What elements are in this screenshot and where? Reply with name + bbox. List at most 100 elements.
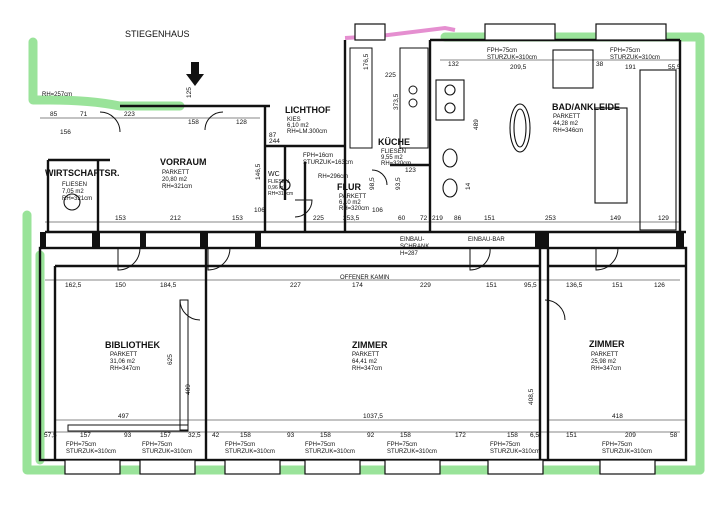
doors	[99, 111, 619, 321]
dim: 209,5	[510, 64, 527, 71]
room-height: RH=320cm	[339, 206, 369, 212]
dim: 489	[473, 119, 480, 130]
dim: 225	[385, 72, 396, 79]
dim: 225	[313, 215, 324, 222]
room-name: ZIMMER	[352, 340, 388, 350]
room-height: RH=347cm	[591, 366, 621, 372]
dim: 191	[625, 64, 636, 71]
dim: 150	[115, 282, 126, 289]
room-kueche: KÜCHE FLIESEN 9,55 m2 RH=320cm	[378, 137, 411, 167]
dim: 98,5	[369, 177, 376, 190]
window-bottom-sturz: STURZUK=310cm	[387, 449, 437, 455]
dim: 229	[420, 282, 431, 289]
window-top-sturz: STURZUK=310cm	[487, 55, 537, 61]
room-floor: FLIESEN	[268, 179, 289, 185]
dimension-lines	[40, 59, 686, 433]
stairwell-label: STIEGENHAUS	[125, 29, 190, 39]
dim: 93,5	[395, 177, 402, 190]
dim: 85	[50, 111, 58, 118]
window-bottom-sturz: STURZUK=310cm	[602, 449, 652, 455]
dim: 158	[507, 432, 518, 439]
dim: 373,5	[393, 93, 400, 110]
room-floor: KIES	[287, 117, 301, 123]
dim: 158	[188, 119, 199, 126]
dim: 55,5	[668, 64, 681, 71]
dim: 158	[400, 432, 411, 439]
window-bottom-fph: FPH=75cm	[387, 442, 417, 448]
dim: 92	[367, 432, 375, 439]
dim: 151	[566, 432, 577, 439]
room-floor: PARKETT	[591, 352, 619, 358]
room-name: WIRTSCHAFTSR.	[45, 168, 120, 178]
room-floor: PARKETT	[162, 170, 190, 176]
dim: 125	[186, 87, 193, 98]
kamin-label: OFFENER KAMIN	[340, 275, 389, 281]
window-bottom-fph: FPH=75cm	[305, 442, 335, 448]
dim: 42	[212, 432, 220, 439]
dim: 136,5	[566, 282, 583, 289]
dim: 418	[612, 413, 623, 420]
window-top-sturz: STURZUK=310cm	[610, 55, 660, 61]
room-area: 44,28 m2	[553, 121, 579, 127]
room-name: VORRAUM	[160, 157, 207, 167]
dim: 149	[610, 215, 621, 222]
room-bad: BAD/ANKLEIDE PARKETT 44,28 m2 RH=346cm	[552, 102, 620, 134]
bathroom-fixtures	[63, 49, 677, 231]
dim: 57,5	[44, 432, 57, 439]
room-wc: WC FLIESEN 0,96 m2 RH=319cm	[268, 171, 293, 197]
room-floor: PARKETT	[553, 114, 581, 120]
schrank-height: H=287	[400, 251, 419, 257]
room-height: RH=LM.300cm	[287, 129, 327, 135]
dim: 409	[185, 384, 192, 395]
dim: 227	[290, 282, 301, 289]
dim: 106	[254, 207, 265, 214]
room-lichthof: LICHTHOF KIES 6,10 m2 RH=LM.300cm	[285, 105, 331, 135]
dim: 174	[352, 282, 363, 289]
room-name: ZIMMER	[589, 339, 625, 349]
room-height: RH=347cm	[110, 366, 140, 372]
room-area: 20,80 m2	[162, 177, 188, 183]
room-zimmer-right: ZIMMER PARKETT 25,98 m2 RH=347cm	[589, 339, 625, 372]
dim: 93	[124, 432, 132, 439]
sturz-163: STURZUK=163cm	[303, 160, 353, 166]
dim: 153	[115, 215, 126, 222]
dim: 151	[612, 282, 623, 289]
dim: 219	[432, 215, 443, 222]
bottom-windows	[64, 459, 656, 475]
dim: 60	[398, 215, 406, 222]
room-height: RH=319cm	[268, 191, 293, 197]
dim: 95,5	[524, 282, 537, 289]
dim: 14	[465, 182, 472, 190]
window-bottom-fph: FPH=75cm	[225, 442, 255, 448]
window-bottom-sturz: STURZUK=310cm	[305, 449, 355, 455]
window-top-fph: FPH=75cm	[487, 48, 517, 54]
dim: 212	[170, 215, 181, 222]
room-floor: FLIESEN	[381, 149, 406, 155]
window-bottom-sturz: STURZUK=310cm	[490, 449, 540, 455]
room-floor: PARKETT	[110, 352, 138, 358]
room-zimmer-main: ZIMMER PARKETT 64,41 m2 RH=347cm	[352, 340, 388, 372]
room-name: WC	[268, 171, 280, 178]
einbaubar-label: EINBAU-BAR	[468, 237, 505, 243]
window-bottom-sturz: STURZUK=310cm	[66, 449, 116, 455]
window-bottom-fph: FPH=75cm	[490, 442, 520, 448]
dim: 38	[596, 61, 604, 68]
einbauschrank-label-2: SCHRANK	[400, 244, 429, 250]
dim: 6,5	[530, 432, 539, 439]
dim: 106	[372, 207, 383, 214]
dim: 123	[405, 167, 416, 174]
room-name: BAD/ANKLEIDE	[552, 102, 620, 112]
dim: 156	[60, 129, 71, 136]
dim: 184,5	[160, 282, 177, 289]
dimension-labels: 85 71 223 156 158 128 87 244 153 212 153…	[44, 53, 681, 439]
room-floor: PARKETT	[352, 352, 380, 358]
window-bottom-sturz: STURZUK=310cm	[142, 449, 192, 455]
dim: 71	[80, 111, 88, 118]
dim: 172	[455, 432, 466, 439]
flur-rh: RH=296cm	[318, 174, 348, 180]
dim: 32,5	[188, 432, 201, 439]
room-area: 31,06 m2	[110, 359, 136, 365]
dim: 146,5	[255, 163, 262, 180]
room-height: RH=320cm	[381, 161, 411, 167]
